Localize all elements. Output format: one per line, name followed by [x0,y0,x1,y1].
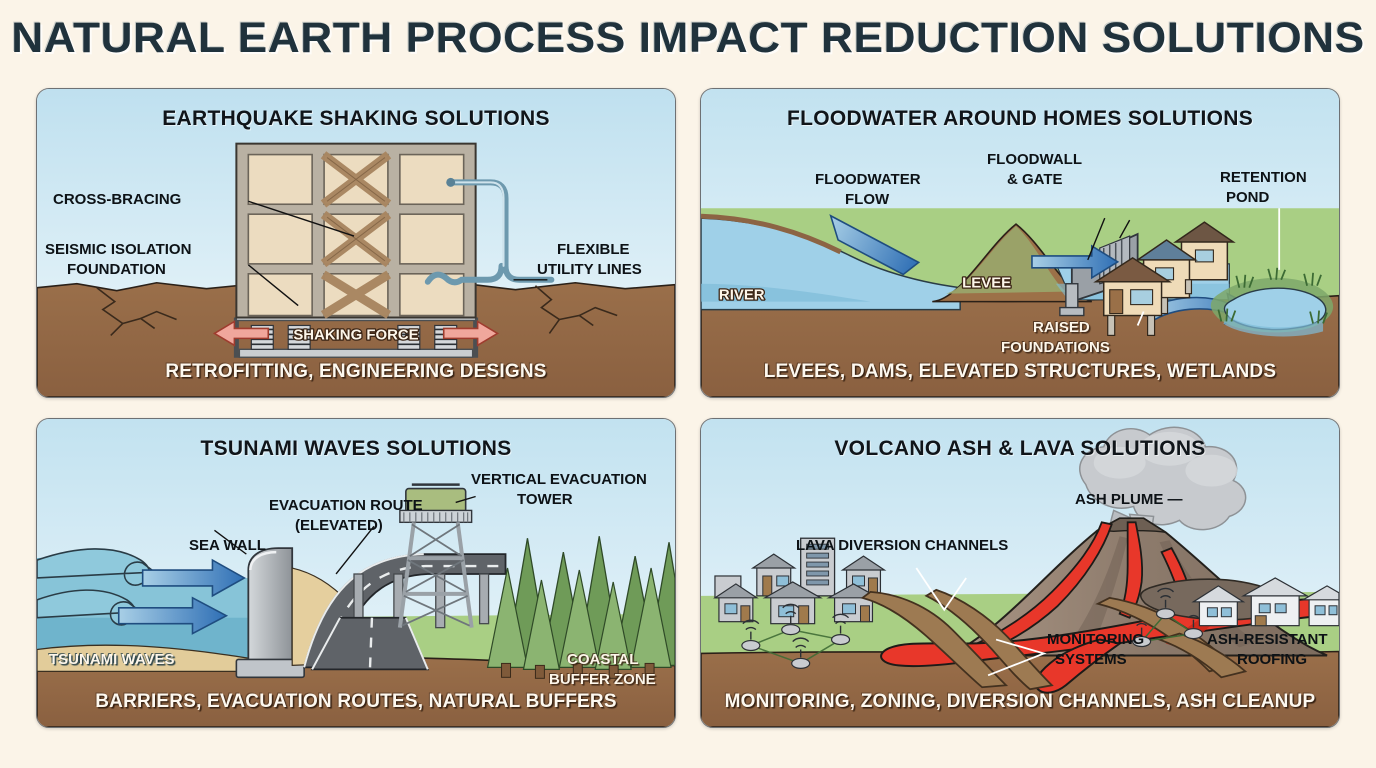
label-evacuation-route-line1: EVACUATION ROUTE [269,497,423,514]
sea-wall [235,547,305,679]
label-coastal-buffer-line2: BUFFER ZONE [549,671,656,688]
label-raised-line2: FOUNDATIONS [1001,339,1110,356]
braced-building [235,142,477,319]
label-leader-lines [247,200,548,307]
label-floodwall-line1: FLOODWALL [987,151,1082,168]
label-floodwater-line1: FLOODWATER [815,171,921,188]
label-tsunami-waves: TSUNAMI WAVES [49,651,175,668]
label-retention-line1: RETENTION [1220,169,1307,186]
label-retention-line2: POND [1226,189,1270,206]
label-cross-bracing: CROSS-BRACING [53,191,182,208]
label-vertical-evacuation-line2: TOWER [517,491,573,508]
panel-earthquake: SHAKING FORCE EARTHQUAKE SHAKING SOLUTIO… [36,88,676,398]
label-monitoring-line2: SYSTEMS [1055,651,1127,668]
label-seismic-isolation-line1: SEISMIC ISOLATION [45,241,192,258]
label-ash-resistant-line1: ASH-RESISTANT [1207,631,1328,648]
label-ash-resistant-line2: ROOFING [1237,651,1307,668]
label-flexible-line1: FLEXIBLE [557,241,630,258]
label-evacuation-route-line2: (ELEVATED) [295,517,383,534]
panel-volcano: VOLCANO ASH & LAVA SOLUTIONS MONITORING,… [700,418,1340,728]
raised-foundation-houses [1093,221,1236,336]
label-river: RIVER [719,287,765,304]
page-title: NATURAL EARTH PROCESS IMPACT REDUCTION S… [11,14,1365,62]
label-floodwater-line2: FLOW [845,191,890,208]
ash-resistant-houses [1191,577,1339,627]
wave-direction-arrows [117,558,246,635]
shaking-force-indicator: SHAKING FORCE [212,320,500,347]
label-floodwall-line2: & GATE [1007,171,1063,188]
label-vertical-evacuation-line1: VERTICAL EVACUATION [471,471,647,488]
panel-flood: RIVER LEVEE FLOODWATER AROUND HOMES SOLU… [700,88,1340,398]
town-buildings [712,537,887,625]
sensor-nodes-left [741,603,851,669]
label-coastal-buffer-line1: COASTAL [567,651,639,668]
coastal-buffer-forest [486,536,675,679]
label-lava-diversion-channels: LAVA DIVERSION CHANNELS [796,537,1009,554]
monitoring-sensors-right [1132,587,1204,648]
label-flexible-line2: UTILITY LINES [537,261,642,278]
label-ash-plume: ASH PLUME — [1075,491,1183,508]
panel-tsunami: TSUNAMI WAVES SOLUTIONS BARRIERS, EVACUA… [36,418,676,728]
retention-pond [1210,267,1334,337]
label-sea-wall: SEA WALL [189,537,266,554]
label-monitoring-line1: MONITORING [1047,631,1145,648]
tsunami-waves [37,548,157,626]
shaking-force-label: SHAKING FORCE [293,326,418,343]
lava-diversion-channels [860,588,1248,691]
label-levee: LEVEE [962,275,1011,292]
label-raised-line1: RAISED [1033,319,1090,336]
ground-cracks [96,285,618,336]
vertical-evacuation-tower [397,483,474,628]
label-seismic-isolation-line2: FOUNDATION [67,261,166,278]
